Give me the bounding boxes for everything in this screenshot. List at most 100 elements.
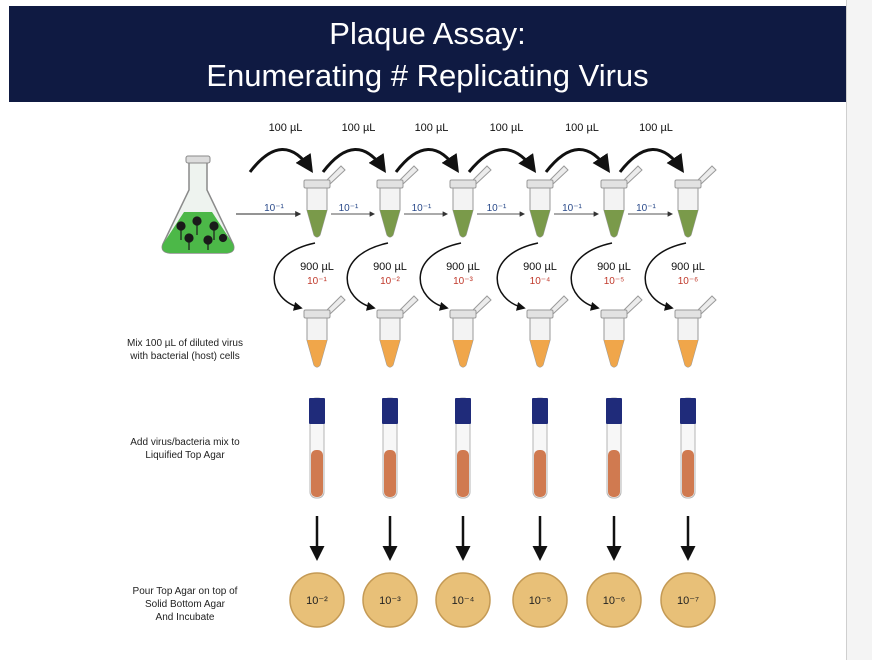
culture-tube-cap-4 xyxy=(532,398,548,424)
transfer-tube-2-liquid xyxy=(380,210,400,237)
step-label-add-line1: Add virus/bacteria mix to xyxy=(130,437,240,448)
mix-tube-2-rim xyxy=(376,309,404,319)
transfer-arrow-4 xyxy=(467,148,537,173)
transfer-volume-label-4: 100 µL xyxy=(490,122,524,134)
step-label-add-line2: Liquified Top Agar xyxy=(145,450,225,461)
erlenmeyer-flask-icon xyxy=(161,155,235,254)
culture-tube-liquid-4 xyxy=(534,450,546,497)
mix-tube-5-liquid xyxy=(604,340,624,367)
culture-tube-liquid-1 xyxy=(311,450,323,497)
serial-dilution-diagram: 100 µL 10⁻¹ 900 µL 10⁻¹ 10⁻² 100 µL 10⁻¹ 900 µL… xyxy=(161,122,717,628)
transfer-dilution-label-2: 10⁻¹ xyxy=(339,203,359,214)
mix-volume-label-1: 900 µL xyxy=(300,261,334,273)
mix-arrow-2 xyxy=(346,242,389,311)
petri-dish-3 xyxy=(435,572,491,628)
mix-tube-6-rim xyxy=(674,309,702,319)
transfer-dilution-label-5: 10⁻¹ xyxy=(562,203,582,214)
step-label-mix-line2: with bacterial (host) cells xyxy=(130,351,240,362)
mix-dilution-label-1: 10⁻¹ xyxy=(307,276,327,287)
mix-arrow-5 xyxy=(570,242,613,311)
mix-arrow-4 xyxy=(496,242,539,311)
transfer-volume-label-3: 100 µL xyxy=(415,122,449,134)
title-line-1: Plaque Assay: xyxy=(329,16,526,51)
step-label-pour-line3: And Incubate xyxy=(155,612,215,623)
step-label-add: Add virus/bacteria mix to Liquified Top … xyxy=(115,436,255,462)
mix-tube-2-liquid xyxy=(380,340,400,367)
title-line-2: Enumerating # Replicating Virus xyxy=(206,58,649,93)
window-frame-divider xyxy=(846,0,847,660)
mix-arrow-3 xyxy=(419,242,462,311)
mix-tube-5-rim xyxy=(600,309,628,319)
mix-arrow-6 xyxy=(644,242,687,311)
transfer-volume-label-2: 100 µL xyxy=(342,122,376,134)
mix-dilution-label-6: 10⁻⁶ xyxy=(678,276,699,287)
mix-arrow-1 xyxy=(273,242,316,311)
transfer-tube-1-rim xyxy=(303,179,331,189)
transfer-arrow-5 xyxy=(544,148,610,173)
transfer-tube-3-liquid xyxy=(453,210,473,237)
petri-dish-1 xyxy=(289,572,345,628)
plate-label-4: 10⁻⁵ xyxy=(529,595,552,607)
transfer-arrow-3 xyxy=(394,148,459,174)
plate-label-2: 10⁻³ xyxy=(379,595,401,607)
mix-volume-label-5: 900 µL xyxy=(597,261,631,273)
petri-dish-6 xyxy=(660,572,716,628)
mix-dilution-label-2: 10⁻² xyxy=(380,276,400,287)
plate-label-3: 10⁻⁴ xyxy=(452,595,475,607)
transfer-volume-label-6: 100 µL xyxy=(639,122,673,134)
transfer-tube-6-liquid xyxy=(678,210,698,237)
transfer-tube-4-liquid xyxy=(530,210,550,237)
mix-volume-label-4: 900 µL xyxy=(523,261,557,273)
mix-volume-label-3: 900 µL xyxy=(446,261,480,273)
transfer-tube-2-rim xyxy=(376,179,404,189)
window-frame-right xyxy=(846,0,872,660)
transfer-volume-label-1: 100 µL xyxy=(269,122,303,134)
transfer-arrow-6 xyxy=(618,148,684,173)
culture-tube-cap-1 xyxy=(309,398,325,424)
mix-dilution-label-3: 10⁻³ xyxy=(453,276,473,287)
culture-tube-cap-5 xyxy=(606,398,622,424)
step-label-mix-line1: Mix 100 µL of diluted virus xyxy=(126,338,243,349)
transfer-tube-1-liquid xyxy=(307,210,327,237)
culture-tube-cap-3 xyxy=(455,398,471,424)
title-banner: Plaque Assay: Enumerating # Replicating … xyxy=(9,6,846,102)
virus-particles-icon xyxy=(176,216,228,250)
transfer-volume-label-5: 100 µL xyxy=(565,122,599,134)
culture-tube-liquid-6 xyxy=(682,450,694,497)
transfer-arrow-1 xyxy=(248,148,313,174)
mix-tube-1-rim xyxy=(303,309,331,319)
mix-volume-label-2: 900 µL xyxy=(373,261,407,273)
transfer-dilution-label-3: 10⁻¹ xyxy=(412,203,432,214)
transfer-tube-6-rim xyxy=(674,179,702,189)
plate-label-5: 10⁻⁶ xyxy=(603,595,626,607)
mix-tube-3-rim xyxy=(449,309,477,319)
culture-tube-liquid-2 xyxy=(384,450,396,497)
transfer-dilution-label-1: 10⁻¹ xyxy=(264,203,284,214)
culture-tube-cap-2 xyxy=(382,398,398,424)
culture-tube-cap-6 xyxy=(680,398,696,424)
plate-label-6: 10⁻⁷ xyxy=(677,595,699,607)
transfer-tube-5-rim xyxy=(600,179,628,189)
mix-tube-4-liquid xyxy=(530,340,550,367)
transfer-dilution-label-6: 10⁻¹ xyxy=(636,203,656,214)
transfer-tube-5-liquid xyxy=(604,210,624,237)
mix-volume-label-6: 900 µL xyxy=(671,261,705,273)
culture-tube-liquid-3 xyxy=(457,450,469,497)
mix-tube-4-rim xyxy=(526,309,554,319)
transfer-tube-4-rim xyxy=(526,179,554,189)
petri-dish-4 xyxy=(512,572,568,628)
mix-dilution-label-4: 10⁻⁴ xyxy=(530,276,551,287)
step-label-mix: Mix 100 µL of diluted virus with bacteri… xyxy=(115,337,255,363)
transfer-tube-3-rim xyxy=(449,179,477,189)
step-label-pour-line1: Pour Top Agar on top of xyxy=(132,586,238,597)
petri-dish-5 xyxy=(586,572,642,628)
mix-tube-3-liquid xyxy=(453,340,473,367)
transfer-arrow-2 xyxy=(321,148,386,174)
step-label-pour: Pour Top Agar on top of Solid Bottom Aga… xyxy=(115,585,255,624)
step-label-pour-line2: Solid Bottom Agar xyxy=(144,599,226,610)
mix-tube-6-liquid xyxy=(678,340,698,367)
mix-tube-1-liquid xyxy=(307,340,327,367)
culture-tube-liquid-5 xyxy=(608,450,620,497)
petri-dish-2 xyxy=(362,572,418,628)
transfer-dilution-label-4: 10⁻¹ xyxy=(487,203,507,214)
